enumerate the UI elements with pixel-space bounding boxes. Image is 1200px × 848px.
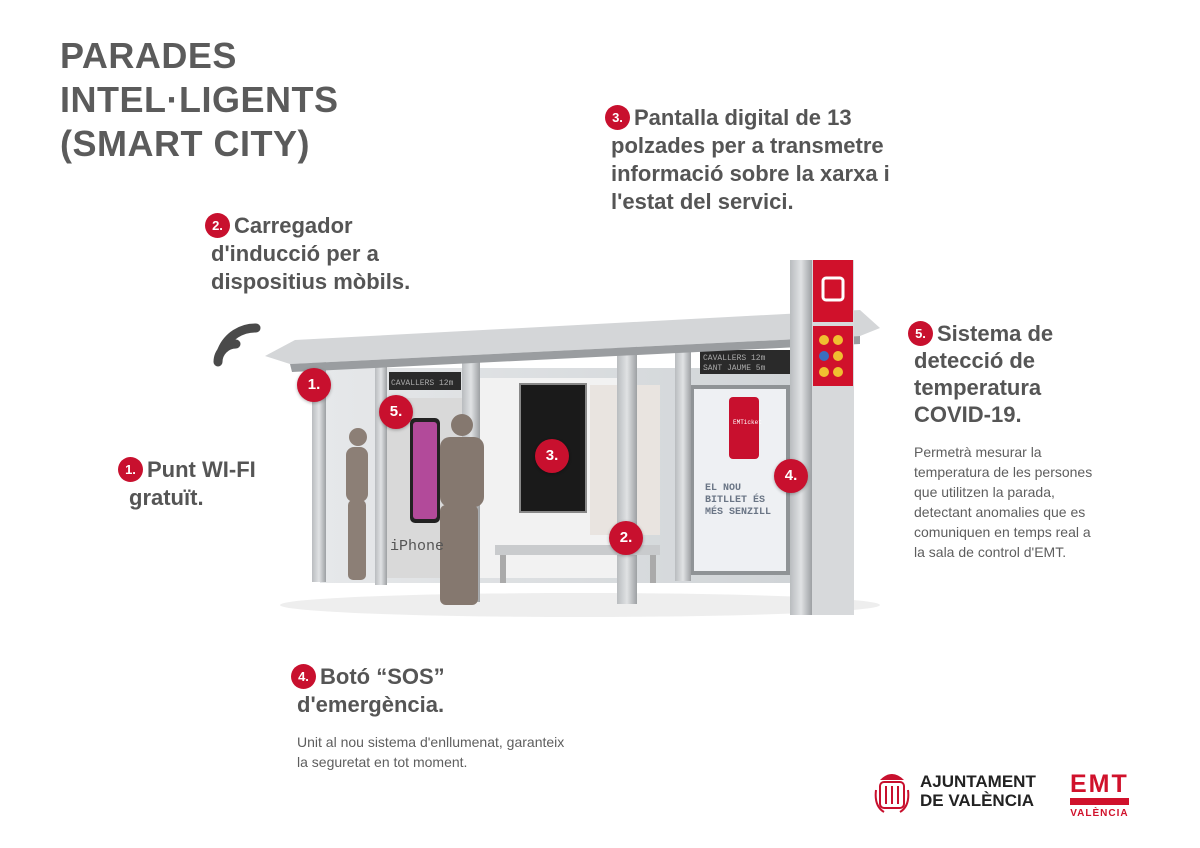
feature-line: Pantalla digital de 13 <box>634 105 852 130</box>
feature-charger: 2.Carregador d'inducció per a dispositiu… <box>205 212 410 296</box>
feature-line: temperatura <box>914 375 1042 400</box>
marker-screen: 3. <box>535 439 569 473</box>
feature-line: COVID-19. <box>914 402 1022 427</box>
logo-bar <box>1070 798 1129 805</box>
totem <box>790 260 812 615</box>
description-line: detectant anomalies que es <box>914 504 1086 520</box>
person-silhouette <box>346 428 368 580</box>
logo-text: AJUNTAMENT <box>920 772 1036 791</box>
ajuntament-logo: AJUNTAMENT DE VALÈNCIA <box>872 766 1036 816</box>
poster-headline: EL NOU <box>705 483 741 494</box>
feature-line: dispositius mòbils. <box>211 269 411 294</box>
poster-headline: BITLLET ÉS <box>705 492 765 506</box>
feature-line: polzades per a transmetre <box>611 133 884 158</box>
temperature-description: Permetrà mesurar la temperatura de les p… <box>914 442 1092 562</box>
description-line: la sala de control d'EMT. <box>914 544 1067 560</box>
marker-charger: 2. <box>609 521 643 555</box>
feature-line: Carregador <box>234 213 353 238</box>
feature-sos: 4.Botó “SOS” d'emergència. <box>291 663 445 719</box>
bus-icon <box>821 276 845 302</box>
feature-line: gratuït. <box>129 485 204 510</box>
number-badge: 2. <box>205 213 230 238</box>
coat-of-arms-icon <box>874 774 910 813</box>
description-line: comuniquen en temps real a <box>914 524 1091 540</box>
roof <box>265 310 880 364</box>
number-badge: 3. <box>605 105 630 130</box>
title-line: INTEL·LIGENTS <box>60 79 339 120</box>
marker-sos: 4. <box>774 459 808 493</box>
led-line: CAVALLERS 12m <box>703 354 766 363</box>
feature-line: l'estat del servici. <box>611 189 794 214</box>
led-display <box>389 372 461 390</box>
bench <box>495 545 660 555</box>
logo-text: VALÈNCIA <box>1070 808 1129 819</box>
led-line: CAVALLERS 12m <box>391 379 454 388</box>
logo-text: DE VALÈNCIA <box>920 791 1034 810</box>
title-line: (SMART CITY) <box>60 123 310 164</box>
sos-description: Unit al nou sistema d'enllumenat, garant… <box>297 732 564 772</box>
description-line: la seguretat en tot moment. <box>297 754 468 770</box>
feature-line: detecció de <box>914 348 1036 373</box>
marker-wifi: 1. <box>297 368 331 402</box>
marker-temperature: 5. <box>379 395 413 429</box>
led-line: SANT JAUME 5m <box>703 364 766 373</box>
page-title: PARADES INTEL·LIGENTS (SMART CITY) <box>60 34 339 166</box>
ad-text: iPhone <box>390 538 444 555</box>
description-line: que utilitzen la parada, <box>914 484 1055 500</box>
logo-text: EMT <box>1070 770 1129 798</box>
feature-digital-screen: 3.Pantalla digital de 13 polzades per a … <box>605 104 890 216</box>
description-line: Permetrà mesurar la <box>914 444 1042 460</box>
feature-line: informació sobre la xarxa i <box>611 161 890 186</box>
emt-logo: EMT VALÈNCIA <box>1070 772 1129 819</box>
feature-line: d'emergència. <box>297 692 445 717</box>
number-badge: 4. <box>291 664 316 689</box>
number-badge: 1. <box>118 457 143 482</box>
feature-line: Botó “SOS” <box>320 664 445 689</box>
bus-sign <box>813 260 853 322</box>
poster-headline: MÉS SENZILL <box>705 504 771 518</box>
title-line: PARADES <box>60 35 237 76</box>
feature-line: Sistema de <box>937 321 1054 346</box>
feature-line: d'inducció per a <box>211 241 379 266</box>
description-line: temperatura de les persones <box>914 464 1093 480</box>
wifi-icon <box>213 323 261 367</box>
person-silhouette <box>440 414 484 605</box>
poster-brand: EMTicket <box>733 419 762 426</box>
number-badge: 5. <box>908 321 933 346</box>
led-display <box>700 350 790 374</box>
feature-temperature: 5.Sistema de detecció de temperatura COV… <box>908 320 1053 428</box>
feature-wifi: 1.Punt WI-FI gratuït. <box>118 456 256 512</box>
description-line: Unit al nou sistema d'enllumenat, garant… <box>297 734 565 750</box>
feature-line: Punt WI-FI <box>147 457 256 482</box>
